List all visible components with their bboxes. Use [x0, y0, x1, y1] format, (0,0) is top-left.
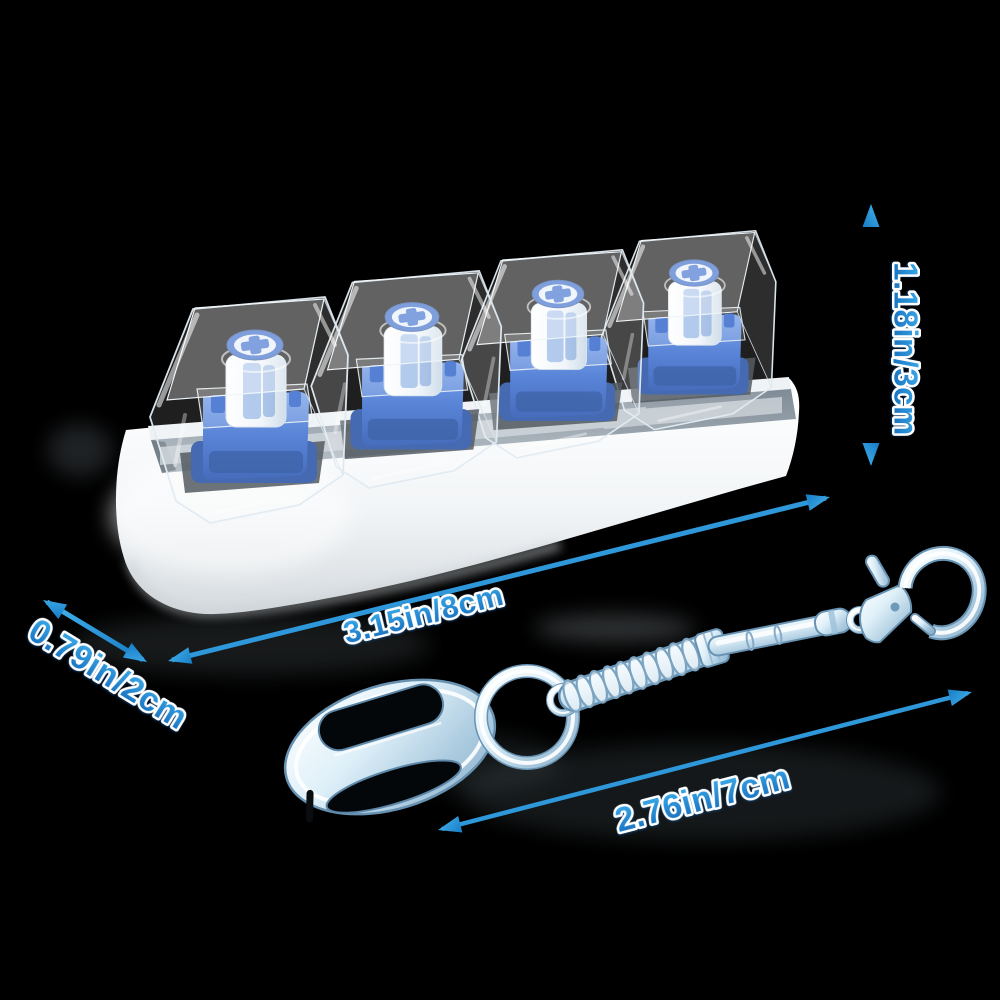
clasp-pivot [890, 602, 900, 612]
clasp-hook-loop [897, 545, 987, 641]
switch-tester [110, 231, 800, 618]
dimension-arrow-keychain [441, 690, 969, 832]
keychain-split-ring [474, 664, 580, 770]
keychain-oval-plate [283, 678, 497, 823]
dimension-label-height: 1.18in/3cm [887, 262, 924, 436]
base-bottom-shade [125, 540, 562, 618]
dimension-arrow-length [171, 495, 827, 663]
chain-tube [707, 615, 829, 657]
keychain [283, 545, 987, 823]
dimension-arrow-depth [45, 599, 145, 663]
dimension-height: 1.18in/3cm [862, 204, 927, 466]
clasp-body [859, 583, 913, 644]
lobster-clasp [859, 545, 987, 644]
clasp-trigger [865, 554, 890, 588]
